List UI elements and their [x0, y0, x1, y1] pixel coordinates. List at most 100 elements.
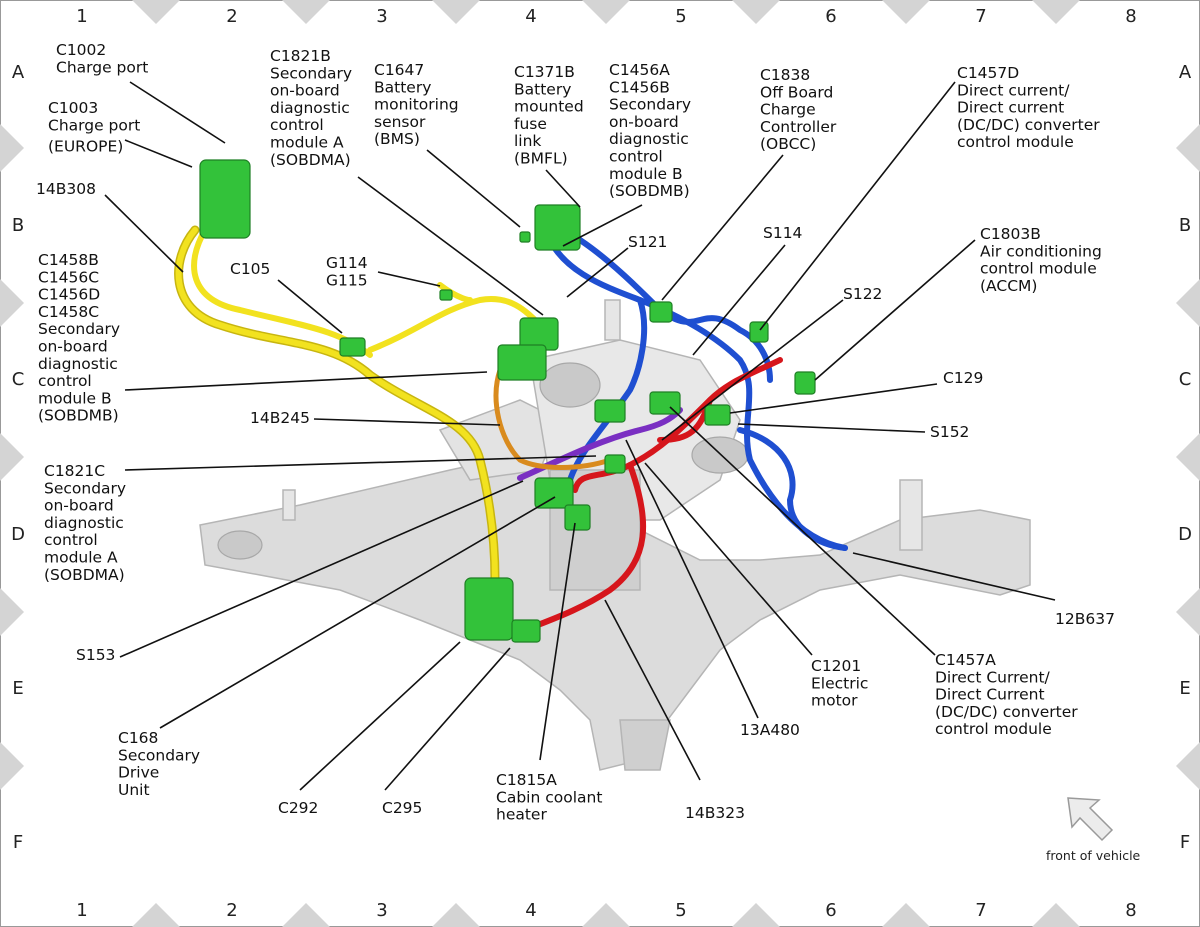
callout-c1457a-line-1: Direct Current/ [935, 668, 1051, 686]
callout-c1456a-line-0: C1456A [609, 61, 670, 79]
grid-col-top-7: 7 [975, 6, 986, 27]
callout-c1457d-line-2: Direct current [957, 99, 1064, 117]
grid-marker-bottom-2 [432, 903, 480, 927]
connector-c1458b[interactable] [497, 344, 547, 381]
callout-c1456a-line-5: control [609, 148, 663, 166]
callout-c1458b-line-6: diagnostic [38, 355, 118, 373]
callout-c1458b-line-7: control [38, 372, 92, 390]
callout-c295: C295 [382, 799, 422, 817]
callout-c1201-line-1: Electric [811, 674, 868, 692]
callout-c1803b-line-3: (ACCM) [980, 277, 1037, 295]
connector-c1821c[interactable] [534, 477, 574, 509]
callout-c129: C129 [943, 369, 983, 387]
callout-c292-line-0: C292 [278, 799, 318, 817]
grid-row-right-d: D [1178, 524, 1192, 545]
callout-c1458b-line-2: C1456D [38, 286, 100, 304]
grid-row-left-a: A [12, 62, 25, 83]
callout-c1647-line-1: Battery [374, 78, 431, 96]
grid-marker-left-1 [0, 279, 24, 327]
grid-marker-bottom-4 [732, 903, 780, 927]
grid-row-left-d: D [11, 524, 25, 545]
grid-marker-bottom-5 [882, 903, 930, 927]
callout-c1458b-line-3: C1458C [38, 303, 99, 321]
connector-c1647[interactable] [519, 231, 531, 243]
callout-c1647-line-2: monitoring [374, 96, 459, 114]
motor-housing [217, 362, 749, 560]
callout-c1371b-line-2: mounted [514, 98, 584, 116]
callout-s114: S114 [763, 224, 802, 242]
grid-row-right-e: E [1179, 678, 1190, 699]
connector-c168[interactable] [464, 577, 514, 641]
grid-col-top-6: 6 [825, 6, 836, 27]
callout-c1003-line-0: C1003 [48, 99, 98, 117]
grid-marker-right-0 [1176, 124, 1200, 172]
grid-row-right-f: F [1180, 832, 1190, 853]
callout-c1838-line-3: Controller [760, 118, 837, 136]
callout-c1457d-line-3: (DC/DC) converter [957, 116, 1100, 134]
grid-marker-bottom-3 [582, 903, 630, 927]
callout-c1838-line-0: C1838 [760, 66, 810, 84]
connector-c1002[interactable] [199, 159, 251, 239]
callout-c1821c-line-3: diagnostic [44, 514, 124, 532]
grid-col-top-3: 3 [376, 6, 387, 27]
callout-14b245: 14B245 [250, 409, 310, 427]
grid-marker-top-2 [432, 0, 480, 24]
callout-c1201-line-0: C1201 [811, 657, 861, 675]
callout-c1457d-line-1: Direct current/ [957, 81, 1070, 99]
callout-c295-line-0: C295 [382, 799, 422, 817]
callout-c1371b-line-4: link [514, 132, 541, 150]
grid-marker-top-4 [732, 0, 780, 24]
grid-marker-top-0 [132, 0, 180, 24]
callout-c1371b-line-3: fuse [514, 115, 547, 133]
callout-c1821b-line-4: control [270, 116, 324, 134]
grid-row-right-a: A [1179, 62, 1192, 83]
callout-s153: S153 [76, 646, 115, 664]
connector-c1815a[interactable] [564, 504, 591, 531]
callout-c1002-line-0: C1002 [56, 41, 106, 59]
connector-c129[interactable] [704, 404, 731, 426]
callout-c1821c-line-5: module A [44, 549, 118, 567]
connector-c1838[interactable] [649, 301, 673, 323]
callout-14b308-line-0: 14B308 [36, 180, 96, 198]
callout-c1371b-line-1: Battery [514, 80, 571, 98]
connector-c1201[interactable] [594, 399, 626, 423]
grid-marker-right-4 [1176, 742, 1200, 790]
leader-lines [104, 81, 1056, 791]
grid-marker-top-3 [582, 0, 630, 24]
connector-c1457d[interactable] [749, 321, 769, 343]
connector-g114[interactable] [439, 289, 453, 301]
callout-s152-line-0: S152 [930, 423, 969, 441]
grid-col-bottom-7: 7 [975, 900, 986, 921]
front-of-vehicle-indicator: front of vehicle [1046, 797, 1141, 863]
callout-c1803b-line-2: control module [980, 260, 1097, 278]
callout-c1821c-line-2: on-board [44, 497, 114, 515]
callout-14b323-line-0: 14B323 [685, 804, 745, 822]
callout-g114-line-1: G115 [326, 271, 368, 289]
connector-c1821c-b[interactable] [604, 454, 626, 474]
callout-c1003-line-1: Charge port [48, 116, 140, 134]
callout-c1457a-line-0: C1457A [935, 651, 996, 669]
connector-c1803b[interactable] [794, 371, 816, 395]
grid-col-bottom-5: 5 [675, 900, 686, 921]
grid-row-left-f: F [13, 832, 23, 853]
grid-col-top-8: 8 [1125, 6, 1136, 27]
connector-c295[interactable] [511, 619, 541, 643]
callout-c1815a-line-1: Cabin coolant [496, 788, 602, 806]
connector-c1457a[interactable] [649, 391, 681, 415]
connector-c1371b[interactable] [534, 204, 581, 251]
connector-c105[interactable] [339, 337, 366, 357]
callout-13a480-line-0: 13A480 [740, 721, 800, 739]
harness-purple [517, 407, 683, 481]
callout-c129-line-0: C129 [943, 369, 983, 387]
harness-orange [493, 367, 613, 470]
callout-c1821b-line-1: Secondary [270, 64, 352, 82]
grid-marker-left-2 [0, 433, 24, 481]
